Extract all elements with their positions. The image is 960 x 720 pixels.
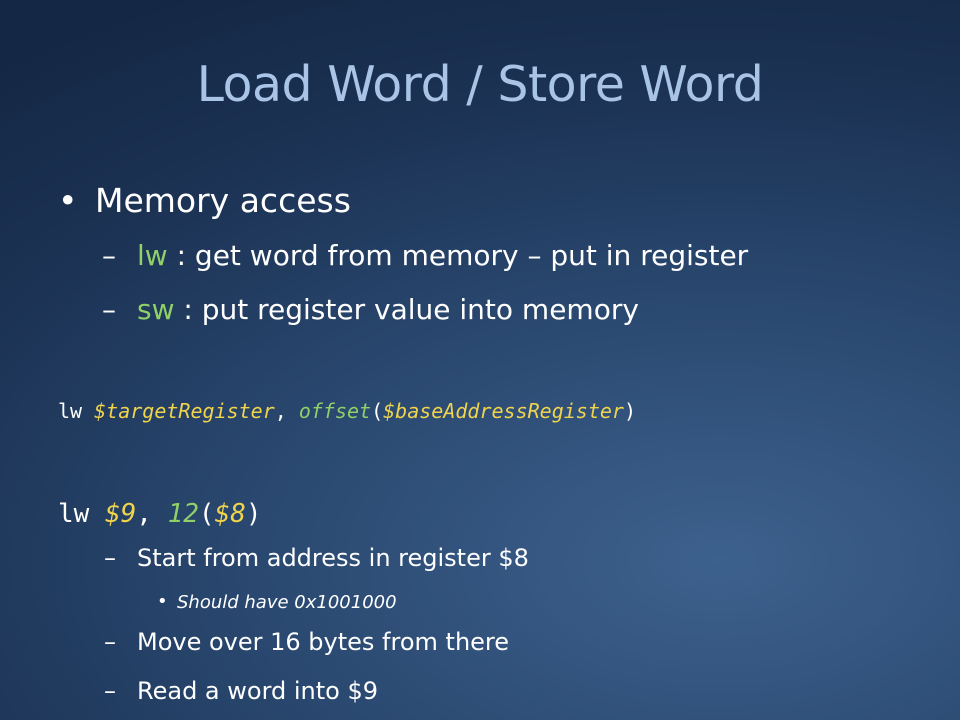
bullet-memory-access: • <box>58 181 77 220</box>
bullet-lw: lw : get word from memory – put in regis… <box>137 239 748 272</box>
example-base: $8 <box>214 499 246 529</box>
sub-bullet-dot: • <box>157 591 168 612</box>
dash-sw: – <box>102 293 116 326</box>
bullet-dot: • <box>58 181 78 220</box>
example-rparen: ) <box>245 499 262 529</box>
syntax-base: $baseAddressRegister <box>383 399 624 423</box>
lw-description: : get word from memory – put in register <box>167 239 749 272</box>
slide-title: Load Word / Store Word <box>196 56 764 113</box>
syntax-offset: offset <box>298 399 372 423</box>
example-offset: 12 <box>167 499 199 529</box>
lw-syntax: lw $targetRegister, offset($baseAddressR… <box>58 399 636 423</box>
sw-description: : put register value into memory <box>174 293 639 326</box>
dash-step-1: – <box>104 544 116 572</box>
syntax-op: lw <box>58 399 95 423</box>
syntax-target: $targetRegister <box>94 399 275 423</box>
dash-lw: – <box>102 239 116 272</box>
example-target: $9 <box>104 499 137 529</box>
step-should-have: Should have 0x1001000 <box>177 592 397 613</box>
dash-step-3: – <box>104 677 116 705</box>
syntax-comma: , <box>274 399 299 423</box>
lw-example: lw $9, 12($8) <box>58 499 262 529</box>
sw-opcode: sw <box>137 293 175 326</box>
step-read-word: Read a word into $9 <box>137 677 379 705</box>
bullet-sw: sw : put register value into memory <box>137 293 639 326</box>
example-op: lw <box>58 499 105 529</box>
syntax-rparen: ) <box>623 399 637 423</box>
syntax-lparen: ( <box>371 399 384 423</box>
example-comma: , <box>136 499 168 529</box>
dash-step-2: – <box>104 628 116 656</box>
lw-opcode: lw <box>137 239 168 272</box>
example-lparen: ( <box>198 499 215 529</box>
step-start-address: Start from address in register $8 <box>137 544 529 572</box>
bullet-memory-access-text: Memory access <box>95 181 351 220</box>
step-move-over: Move over 16 bytes from there <box>137 628 510 656</box>
